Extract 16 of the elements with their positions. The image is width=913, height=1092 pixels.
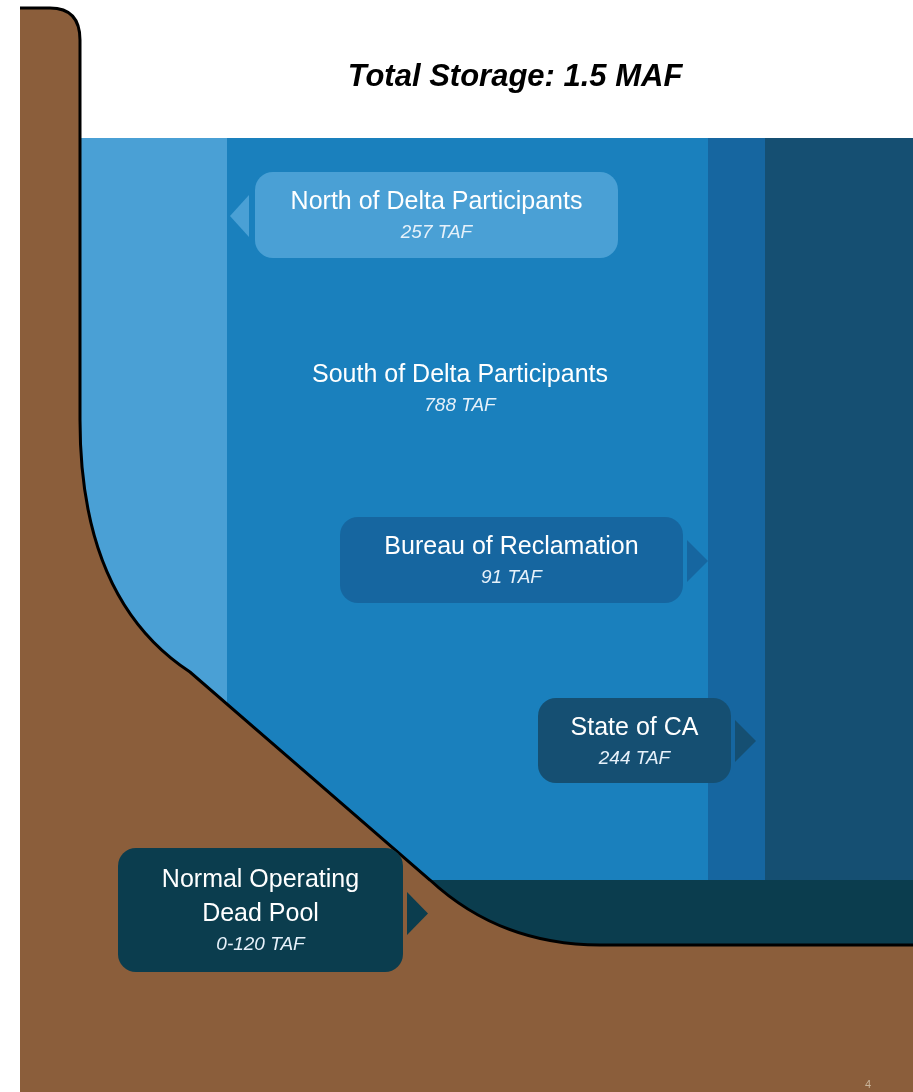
storage-value: 0-120 TAF — [216, 932, 305, 956]
callout-heading: North of Delta Participants — [290, 185, 583, 216]
storage-value: 244 TAF — [598, 745, 671, 770]
storage-value: 257 TAF — [400, 220, 473, 244]
callout-bubble — [340, 517, 708, 603]
storage-value: 91 TAF — [481, 565, 542, 589]
callout-bubble — [538, 698, 756, 783]
callout-bubble — [230, 172, 618, 258]
page-number: 4 — [864, 1078, 871, 1090]
title: Total Storage: 1.5 MAF — [346, 58, 684, 94]
callout-bubble — [118, 848, 428, 972]
callout-heading: State of CA — [570, 710, 699, 742]
callout-heading: South of Delta Participants — [312, 358, 608, 389]
callout-heading: Bureau of Reclamation — [384, 530, 639, 561]
storage-value: 788 TAF — [424, 393, 496, 417]
callout-heading: Normal Operating Dead Pool — [160, 863, 361, 928]
